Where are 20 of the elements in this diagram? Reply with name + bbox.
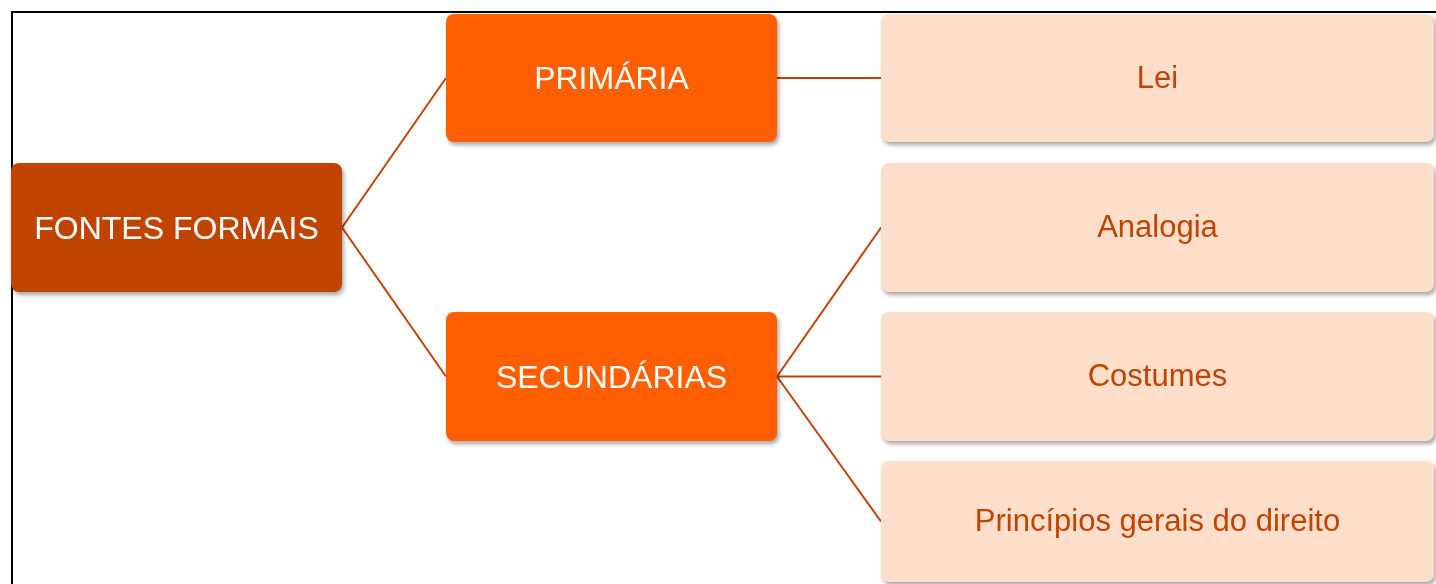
box-label: FONTES FORMAIS	[33, 208, 320, 248]
item-box	[881, 163, 1434, 292]
box-label: Costumes	[1086, 357, 1229, 396]
connector-line	[341, 77, 447, 229]
category-box	[446, 312, 777, 441]
item-box	[881, 312, 1434, 441]
connector-line	[776, 375, 882, 378]
connector-line	[341, 226, 447, 378]
box-label: Lei	[1135, 58, 1180, 97]
item-box	[881, 461, 1434, 582]
box-label: SECUNDÁRIAS	[494, 357, 729, 397]
box-label: Princípios gerais do direito	[973, 502, 1342, 541]
box-label: Analogia	[1096, 208, 1219, 247]
item-box	[881, 14, 1434, 142]
box-label: PRIMÁRIA	[533, 59, 690, 98]
connector-line	[776, 226, 882, 378]
connector-line	[776, 77, 882, 79]
root-box	[11, 163, 342, 292]
category-box	[446, 14, 777, 142]
connector-line	[776, 375, 882, 523]
